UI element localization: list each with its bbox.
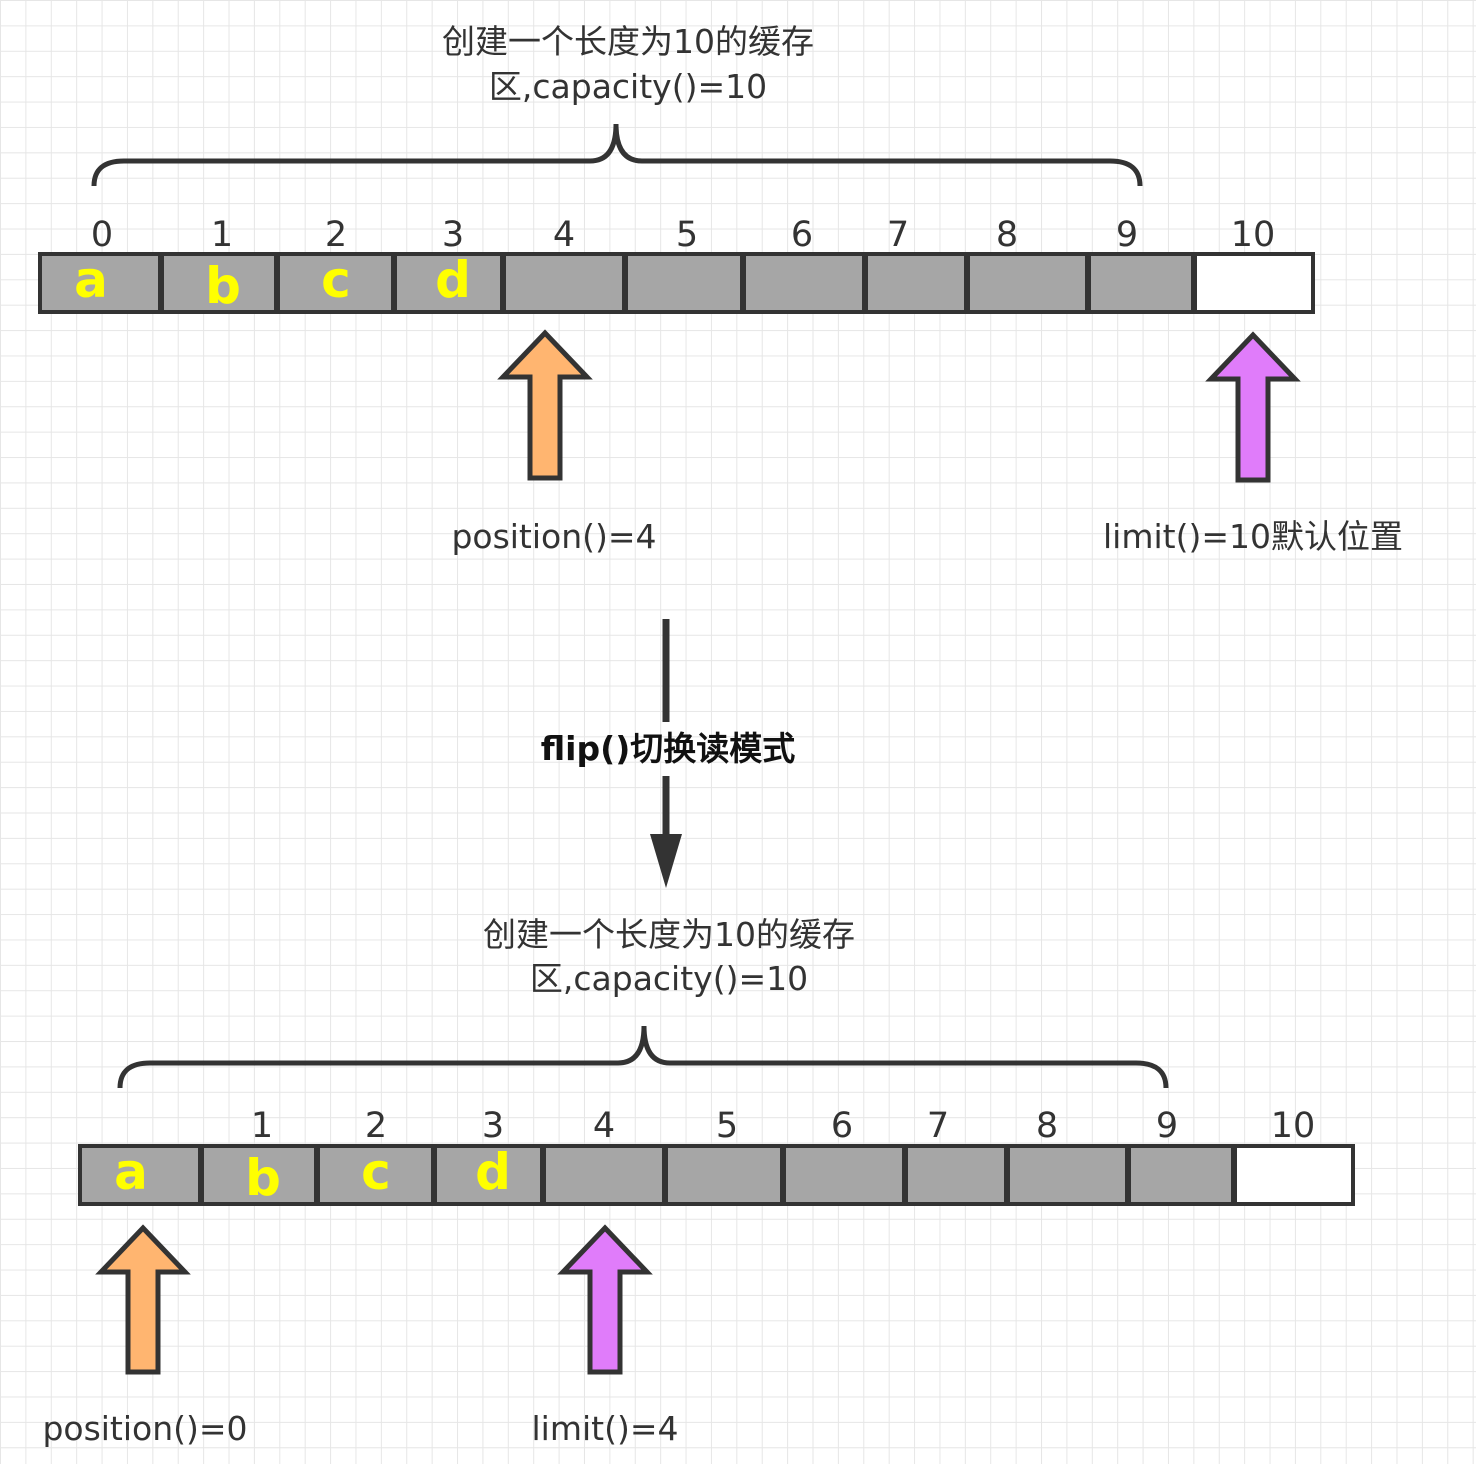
top-buffer-cell bbox=[276, 252, 395, 314]
bottom-buffer-section: 创建一个长度为10的缓存 区,capacity()=10 1 2 3 4 5 6… bbox=[42, 915, 1355, 1448]
bottom-buffer-cell bbox=[78, 1144, 202, 1206]
top-index-label: 9 bbox=[1116, 215, 1138, 255]
bottom-position-label: position()=0 bbox=[42, 1409, 247, 1448]
top-buffer-cell bbox=[966, 252, 1089, 314]
bottom-buffer-cell bbox=[316, 1144, 435, 1206]
top-buffer-cell bbox=[1087, 252, 1195, 314]
top-capacity-brace bbox=[91, 123, 1143, 187]
top-index-label: 7 bbox=[887, 215, 909, 255]
top-index-label: 5 bbox=[676, 215, 698, 255]
top-buffer-cell bbox=[624, 252, 744, 314]
top-index-label: 4 bbox=[553, 215, 575, 255]
top-cell-value: c bbox=[321, 251, 351, 309]
bottom-index-label: 2 bbox=[365, 1106, 387, 1146]
flip-arrow-head bbox=[650, 834, 682, 888]
bottom-cell-values: a b c d bbox=[114, 1143, 511, 1207]
bottom-limit-label: limit()=4 bbox=[532, 1409, 679, 1448]
top-limit-arrow bbox=[1205, 331, 1301, 483]
bottom-index-label: 7 bbox=[927, 1106, 949, 1146]
bottom-cell-value: c bbox=[361, 1143, 391, 1201]
top-index-label: 0 bbox=[91, 215, 113, 255]
top-buffer-cell bbox=[864, 252, 968, 314]
bottom-caption-line2: 区,capacity()=10 bbox=[530, 959, 808, 998]
top-index-label: 6 bbox=[791, 215, 813, 255]
bottom-index-label: 6 bbox=[831, 1106, 853, 1146]
top-buffer-cell bbox=[502, 252, 626, 314]
bottom-cell-value: a bbox=[114, 1143, 148, 1201]
bottom-buffer-cell bbox=[664, 1144, 784, 1206]
top-index-label: 3 bbox=[442, 215, 464, 255]
bottom-buffer-cell bbox=[542, 1144, 666, 1206]
bottom-buffer-cell bbox=[1006, 1144, 1129, 1206]
top-cell-value: a bbox=[74, 251, 108, 309]
top-cell-value: b bbox=[205, 257, 241, 315]
bottom-index-label: 1 bbox=[251, 1106, 273, 1146]
bottom-cell-value: d bbox=[475, 1143, 511, 1201]
top-position-arrow bbox=[497, 329, 593, 481]
bottom-caption-line1: 创建一个长度为10的缓存 bbox=[483, 915, 855, 954]
top-limit-label: limit()=10默认位置 bbox=[1103, 517, 1403, 556]
top-caption-line1: 创建一个长度为10的缓存 bbox=[442, 22, 814, 61]
top-index-labels: 0 1 2 3 4 5 6 7 8 9 10 bbox=[91, 215, 1275, 255]
flip-label: flip()切换读模式 bbox=[541, 729, 796, 768]
top-index-label: 10 bbox=[1231, 215, 1276, 255]
bottom-index-label: 5 bbox=[716, 1106, 738, 1146]
flip-transition: flip()切换读模式 bbox=[541, 619, 796, 888]
bottom-index-labels: 1 2 3 4 5 6 7 8 9 10 bbox=[251, 1106, 1315, 1146]
bottom-buffer-cell bbox=[782, 1144, 906, 1206]
bottom-capacity-brace bbox=[117, 1025, 1169, 1089]
bottom-index-label: 4 bbox=[593, 1106, 615, 1146]
top-buffer-cell bbox=[742, 252, 866, 314]
bottom-index-label: 9 bbox=[1156, 1106, 1178, 1146]
bottom-buffer-cell bbox=[1127, 1144, 1235, 1206]
top-buffer-cell bbox=[1193, 252, 1315, 314]
top-index-label: 2 bbox=[325, 215, 347, 255]
top-position-label: position()=4 bbox=[451, 517, 656, 556]
bottom-limit-arrow bbox=[557, 1224, 653, 1375]
top-cell-values: a b c d bbox=[74, 251, 471, 315]
bottom-buffer-cell bbox=[200, 1144, 318, 1206]
top-buffer-cells bbox=[38, 252, 1315, 314]
bottom-index-label: 8 bbox=[1036, 1106, 1058, 1146]
bottom-buffer-cell bbox=[904, 1144, 1008, 1206]
top-buffer-cell bbox=[38, 252, 162, 314]
bottom-buffer-cells bbox=[78, 1144, 1355, 1206]
top-cell-value: d bbox=[435, 251, 471, 309]
bottom-cell-value: b bbox=[245, 1149, 281, 1207]
top-buffer-cell bbox=[160, 252, 278, 314]
top-index-label: 1 bbox=[211, 215, 233, 255]
bottom-buffer-cell bbox=[1233, 1144, 1355, 1206]
top-index-label: 8 bbox=[996, 215, 1018, 255]
top-buffer-section: 创建一个长度为10的缓存 区,capacity()=10 0 1 2 3 4 5… bbox=[38, 22, 1403, 556]
bottom-index-label: 10 bbox=[1271, 1106, 1316, 1146]
bottom-position-arrow bbox=[95, 1224, 191, 1375]
bottom-index-label: 3 bbox=[482, 1106, 504, 1146]
top-caption-line2: 区,capacity()=10 bbox=[489, 67, 767, 106]
